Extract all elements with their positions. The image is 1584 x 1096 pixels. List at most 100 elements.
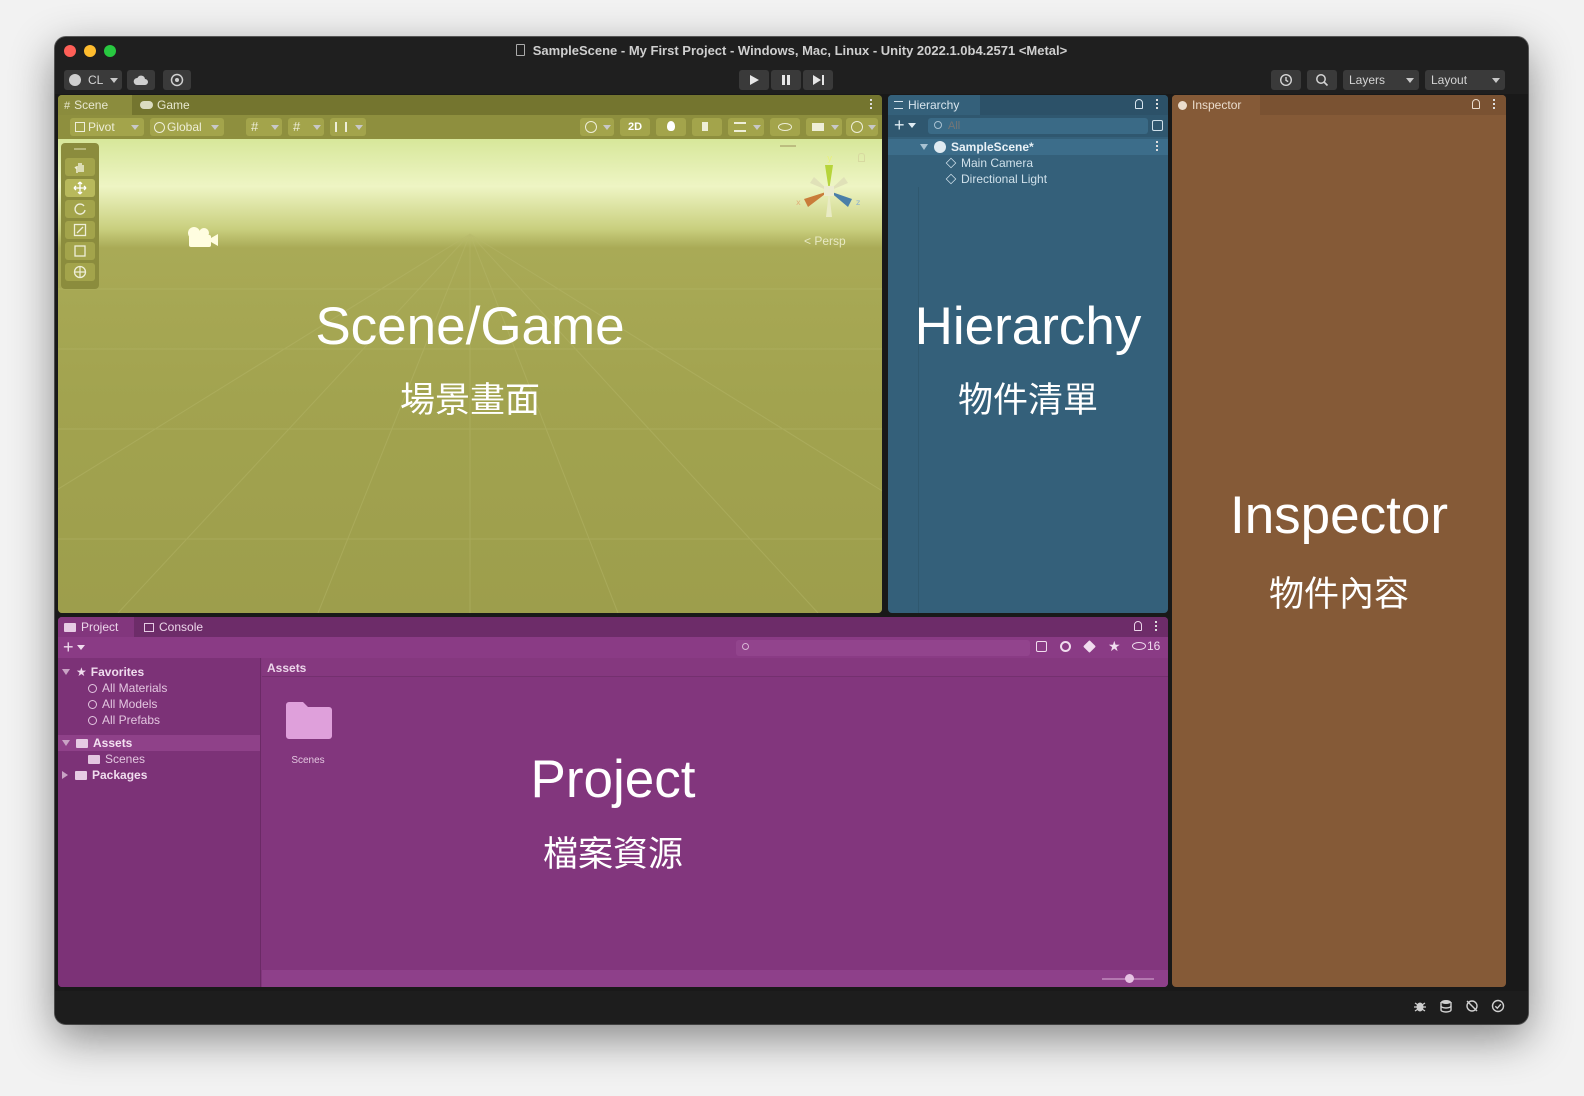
- favorites-section[interactable]: ★Favorites: [62, 664, 144, 680]
- persp-toggle[interactable]: < Persp: [804, 234, 846, 248]
- camera-settings-button[interactable]: [806, 118, 842, 136]
- scene-root-row[interactable]: SampleScene*: [888, 139, 1168, 155]
- hierarchy-menu-button[interactable]: [1156, 99, 1159, 111]
- account-dropdown[interactable]: CL: [64, 70, 122, 90]
- layout-label: Layout: [1431, 73, 1468, 87]
- scale-icon: [73, 223, 87, 237]
- gizmo-icon: [851, 121, 863, 133]
- rect-tool-button[interactable]: [65, 242, 95, 260]
- search-icon: [742, 643, 749, 650]
- scene-visibility-button[interactable]: [770, 118, 800, 136]
- tab-project[interactable]: Project: [58, 617, 134, 637]
- layers-dropdown[interactable]: Layers: [1343, 70, 1419, 90]
- increment-snap-button[interactable]: #: [288, 118, 324, 136]
- tab-console[interactable]: Console: [138, 617, 218, 637]
- project-folder-tree: ★Favorites All Materials All Models All …: [58, 658, 261, 987]
- hidden-packages-toggle[interactable]: 16: [1132, 639, 1160, 653]
- pivot-dropdown[interactable]: Pivot: [70, 118, 144, 136]
- minimize-window-button[interactable]: [84, 45, 96, 57]
- favorite-item[interactable]: All Models: [88, 696, 157, 712]
- cloud-button[interactable]: [127, 70, 155, 90]
- scene-row-menu-button[interactable]: [1156, 141, 1159, 153]
- pause-button[interactable]: [771, 70, 801, 90]
- draw-mode-button[interactable]: [580, 118, 614, 136]
- scene-search-icon[interactable]: [1152, 120, 1163, 131]
- align-button[interactable]: [330, 118, 366, 136]
- rotate-tool-button[interactable]: [65, 200, 95, 218]
- history-button[interactable]: [1271, 70, 1301, 90]
- hidden-count-label: 16: [1147, 639, 1161, 653]
- move-tool-button[interactable]: [65, 179, 95, 197]
- breadcrumb-assets[interactable]: Assets: [267, 661, 307, 675]
- project-menu-button[interactable]: [1155, 621, 1158, 633]
- inspector-menu-button[interactable]: [1493, 99, 1496, 111]
- tree-folder-item[interactable]: Scenes: [88, 751, 145, 767]
- layout-dropdown[interactable]: Layout: [1425, 70, 1505, 90]
- create-asset-button[interactable]: +: [63, 637, 85, 657]
- search-button[interactable]: [1307, 70, 1337, 90]
- favorite-item[interactable]: All Materials: [88, 680, 167, 696]
- tab-hierarchy[interactable]: Hierarchy: [888, 95, 980, 115]
- icon-size-slider-thumb[interactable]: [1125, 974, 1134, 983]
- expand-arrow-icon[interactable]: [920, 144, 928, 150]
- gizmo-drag-handle[interactable]: [780, 145, 796, 147]
- project-search-field[interactable]: [736, 640, 1030, 656]
- palette-drag-handle[interactable]: [74, 148, 86, 150]
- tab-scene[interactable]: #Scene: [58, 95, 132, 115]
- label-tag-icon[interactable]: [1083, 640, 1096, 653]
- search-by-scene-icon[interactable]: [1036, 641, 1047, 652]
- transform-tool-button[interactable]: [65, 263, 95, 281]
- scale-tool-button[interactable]: [65, 221, 95, 239]
- network-off-icon[interactable]: [1465, 999, 1479, 1013]
- gizmos-button[interactable]: [846, 118, 878, 136]
- tab-inspector[interactable]: Inspector: [1172, 95, 1260, 115]
- scene-panel-menu-button[interactable]: [870, 99, 873, 111]
- global-dropdown[interactable]: Global: [150, 118, 224, 136]
- lighting-toggle-button[interactable]: [656, 118, 686, 136]
- collapse-arrow-icon[interactable]: [62, 771, 68, 779]
- scene-viewport[interactable]: y x z < Persp: [58, 139, 882, 613]
- 2d-toggle-button[interactable]: 2D: [620, 118, 650, 136]
- play-button[interactable]: [739, 70, 769, 90]
- grid-snap-button[interactable]: #: [246, 118, 282, 136]
- camera-gizmo-icon[interactable]: [184, 225, 220, 251]
- persp-chevron-icon: <: [804, 234, 815, 248]
- hierarchy-overlay-title: Hierarchy: [914, 297, 1142, 356]
- favorite-item[interactable]: All Prefabs: [88, 712, 160, 728]
- layers-label: Layers: [1349, 73, 1386, 87]
- tab-hierarchy-label: Hierarchy: [908, 98, 960, 112]
- lock-icon[interactable]: [1134, 621, 1142, 631]
- audio-toggle-button[interactable]: [692, 118, 722, 136]
- search-icon: [934, 121, 942, 129]
- create-button[interactable]: +: [894, 115, 916, 135]
- expand-arrow-icon[interactable]: [62, 740, 70, 746]
- step-button[interactable]: [803, 70, 833, 90]
- window-title: SampleScene - My First Project - Windows…: [55, 43, 1528, 58]
- hierarchy-item[interactable]: Directional Light: [945, 171, 1047, 187]
- document-icon: [515, 44, 525, 56]
- orientation-gizmo[interactable]: y x z: [794, 153, 864, 223]
- search-by-type-icon[interactable]: [1060, 641, 1071, 652]
- packages-folder-row[interactable]: Packages: [62, 767, 147, 783]
- asset-grid-item[interactable]: Scenes: [280, 697, 336, 769]
- hierarchy-search-input[interactable]: [948, 119, 1138, 133]
- hand-tool-button[interactable]: [65, 158, 95, 176]
- gameobject-icon: [945, 157, 957, 169]
- collab-button[interactable]: [163, 70, 191, 90]
- zoom-window-button[interactable]: [104, 45, 116, 57]
- eye-off-icon: [1132, 642, 1146, 650]
- expand-arrow-icon[interactable]: [62, 669, 70, 675]
- lock-icon[interactable]: [1472, 99, 1480, 109]
- tab-game[interactable]: Game: [134, 95, 204, 115]
- effects-button[interactable]: [728, 118, 764, 136]
- hierarchy-search-field[interactable]: [928, 118, 1148, 134]
- assets-folder-row[interactable]: Assets: [58, 735, 260, 751]
- favorite-star-icon[interactable]: ★: [1108, 638, 1121, 654]
- hierarchy-item[interactable]: Main Camera: [945, 155, 1033, 171]
- bug-icon[interactable]: [1413, 999, 1427, 1013]
- database-icon[interactable]: [1439, 999, 1453, 1013]
- lock-icon[interactable]: [1135, 99, 1143, 109]
- gizmo-lock-icon[interactable]: [858, 153, 865, 162]
- check-circle-icon[interactable]: [1491, 999, 1505, 1013]
- close-window-button[interactable]: [64, 45, 76, 57]
